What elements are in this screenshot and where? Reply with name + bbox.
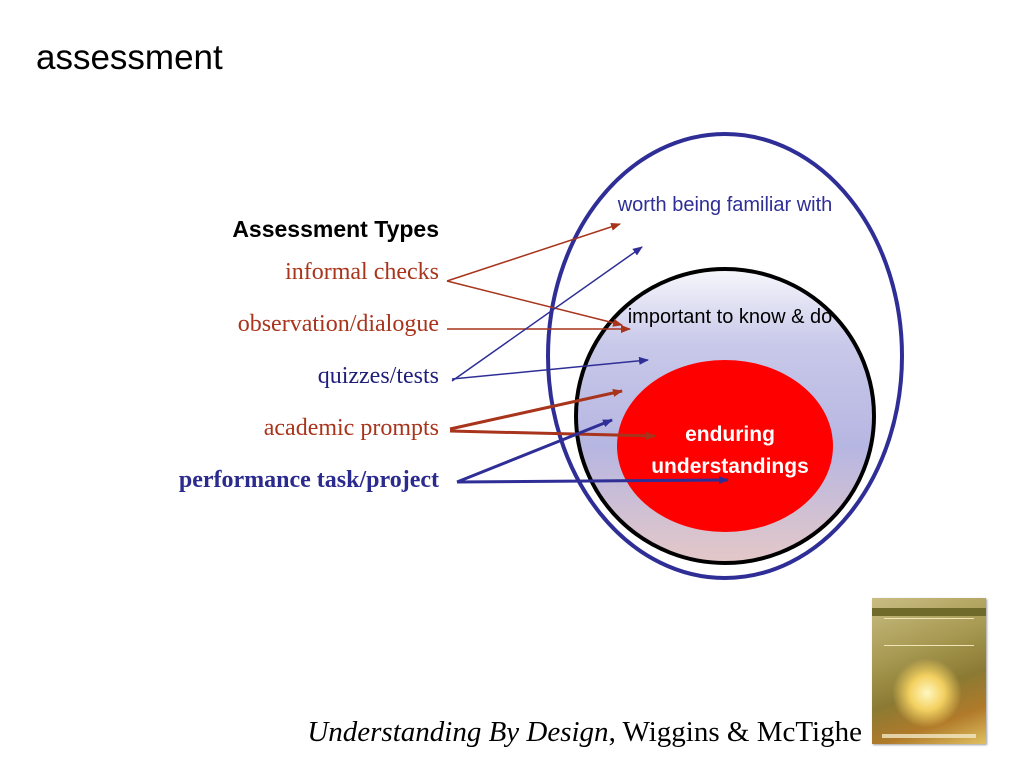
middle-circle-label: important to know & do [627,306,833,328]
citation-title: Understanding By Design [307,716,609,748]
slide-title: assessment [36,38,223,77]
book-cover-band [872,608,986,616]
arrow-informal-to-outer [446,223,621,282]
arrow-quizzes-to-outer [451,246,643,382]
inner-circle [617,360,833,532]
assessment-types-heading: Assessment Types [232,216,439,242]
type-performance-task: performance task/project [178,467,439,493]
citation: Understanding By Design, Wiggins & McTig… [307,716,862,749]
book-cover-author-strip [882,734,976,738]
type-quizzes-tests: quizzes/tests [317,363,439,389]
book-cover-image [872,598,986,744]
arrow-performance-to-inner [456,476,729,485]
citation-authors: , Wiggins & McTighe [608,716,862,748]
inner-circle-label: enduring understandings [651,423,809,478]
arrow-quizzes-to-middle [451,356,649,380]
assessment-types-list: Assessment Types informal checks observa… [19,212,439,506]
arrow-informal-to-middle [446,280,623,327]
arrow-prompts-to-middle [449,389,623,431]
book-cover-glow [892,658,962,728]
outer-circle-label: worth being familiar with [617,194,833,216]
type-observation-dialogue: observation/dialogue [237,311,439,337]
arrow-performance-to-middle [456,418,613,484]
type-informal-checks: informal checks [285,259,439,285]
type-academic-prompts: academic prompts [263,415,439,441]
arrow-prompts-to-inner [449,429,656,440]
book-cover-title-art [884,618,974,646]
